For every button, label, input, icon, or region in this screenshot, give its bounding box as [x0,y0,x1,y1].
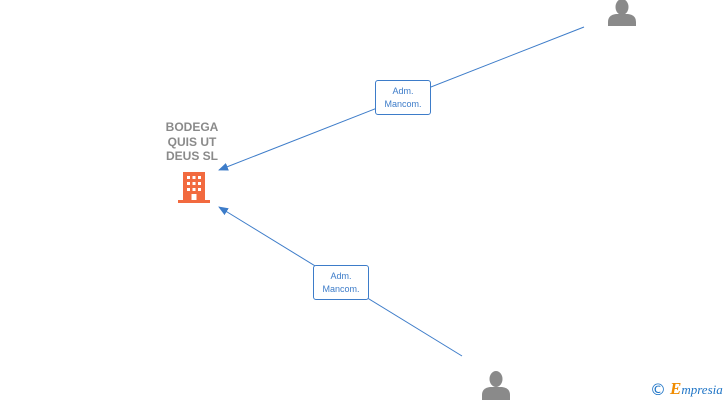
relation-type: Mancom. [322,283,360,294]
person-icon[interactable] [481,370,511,400]
relation-role: Adm. [330,270,352,281]
relation-type: Mancom. [384,98,422,109]
brand-logo: Empresia [670,379,723,399]
person-icon[interactable] [607,0,637,26]
relation-label-bottom[interactable]: Adm. Mancom. [313,265,369,300]
building-icon[interactable] [178,170,210,204]
copyright-icon: © [650,379,666,399]
empresia-watermark: © Empresia [650,379,723,399]
brand-name: mpresia [681,382,723,397]
company-name[interactable]: BODEGA QUIS UT DEUS SL [165,120,219,163]
brand-initial: E [670,379,682,398]
relation-label-top[interactable]: Adm. Mancom. [375,80,431,115]
relation-role: Adm. [392,85,414,96]
